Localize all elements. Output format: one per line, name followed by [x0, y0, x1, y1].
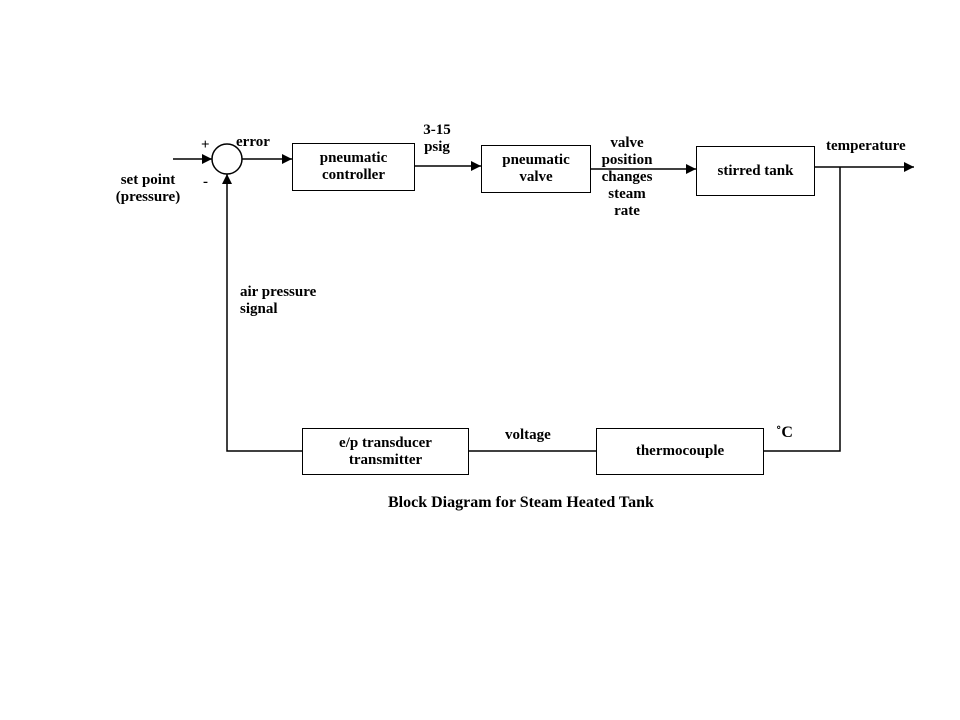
- voltage-label: voltage: [505, 427, 551, 443]
- stirred-tank-block: stirred tank: [696, 146, 815, 196]
- plus-sign: +: [201, 137, 210, 153]
- ep-transducer-block: e/p transducer transmitter: [302, 428, 469, 475]
- feedback-tap-line: [764, 167, 841, 452]
- pneumatic-valve-block: pneumatic valve: [481, 145, 591, 193]
- psig-label: 3-15 psig: [423, 122, 451, 155]
- set-point-label: set point (pressure): [115, 172, 181, 205]
- degree-celsius-label: ˚C: [776, 424, 793, 441]
- valve-position-label: valve position changes steam rate: [601, 135, 653, 219]
- thermocouple-block: thermocouple: [596, 428, 764, 475]
- error-label: error: [236, 134, 270, 150]
- air-pressure-label: air pressure signal: [240, 284, 317, 317]
- feedback-return-arrow: [222, 174, 302, 452]
- temperature-label: temperature: [826, 138, 906, 154]
- minus-sign: -: [203, 174, 208, 190]
- diagram-caption: Block Diagram for Steam Heated Tank: [388, 494, 654, 511]
- pneumatic-controller-block: pneumatic controller: [292, 143, 415, 191]
